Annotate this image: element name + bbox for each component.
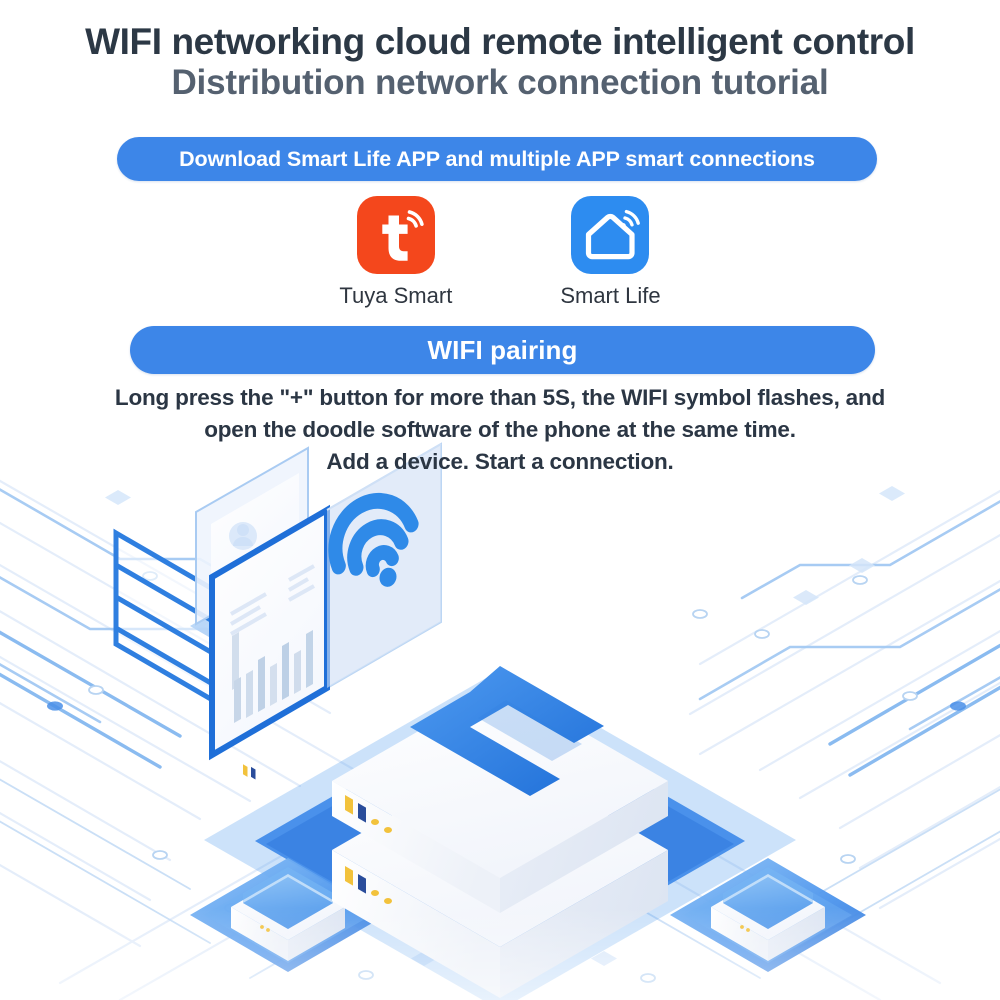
instructions-text: Long press the "+" button for more than …	[50, 382, 950, 478]
instruction-line-2: open the doodle software of the phone at…	[204, 416, 796, 442]
smart-life-app-icon[interactable]	[571, 196, 650, 274]
blue-bracket-logo	[410, 666, 604, 796]
title-line-secondary: Distribution network connection tutorial	[171, 62, 829, 102]
app-label: Tuya Smart	[339, 283, 453, 308]
app-smart-life[interactable]: Smart Life	[560, 196, 661, 309]
wifi-pairing-banner: WIFI pairing	[130, 326, 875, 374]
wifi-signal-icon	[328, 492, 419, 587]
tuya-app-icon[interactable]	[356, 196, 435, 274]
page-title: WIFI networking cloud remote intelligent…	[0, 22, 1000, 105]
bar-chart-bars	[234, 630, 313, 723]
app-icons-row: Tuya Smart Smart Life	[0, 196, 1000, 309]
isometric-iot-illustration	[0, 438, 1000, 1000]
download-app-banner: Download Smart Life APP and multiple APP…	[117, 137, 877, 181]
app-label: Smart Life	[560, 283, 661, 308]
app-tuya-smart[interactable]: Tuya Smart	[339, 196, 452, 309]
instruction-line-1: Long press the "+" button for more than …	[114, 385, 886, 410]
title-line-primary: WIFI networking cloud remote intelligent…	[85, 21, 915, 62]
instruction-line-3: Add a device. Start a connection.	[326, 448, 674, 474]
central-server-stack	[332, 666, 668, 998]
